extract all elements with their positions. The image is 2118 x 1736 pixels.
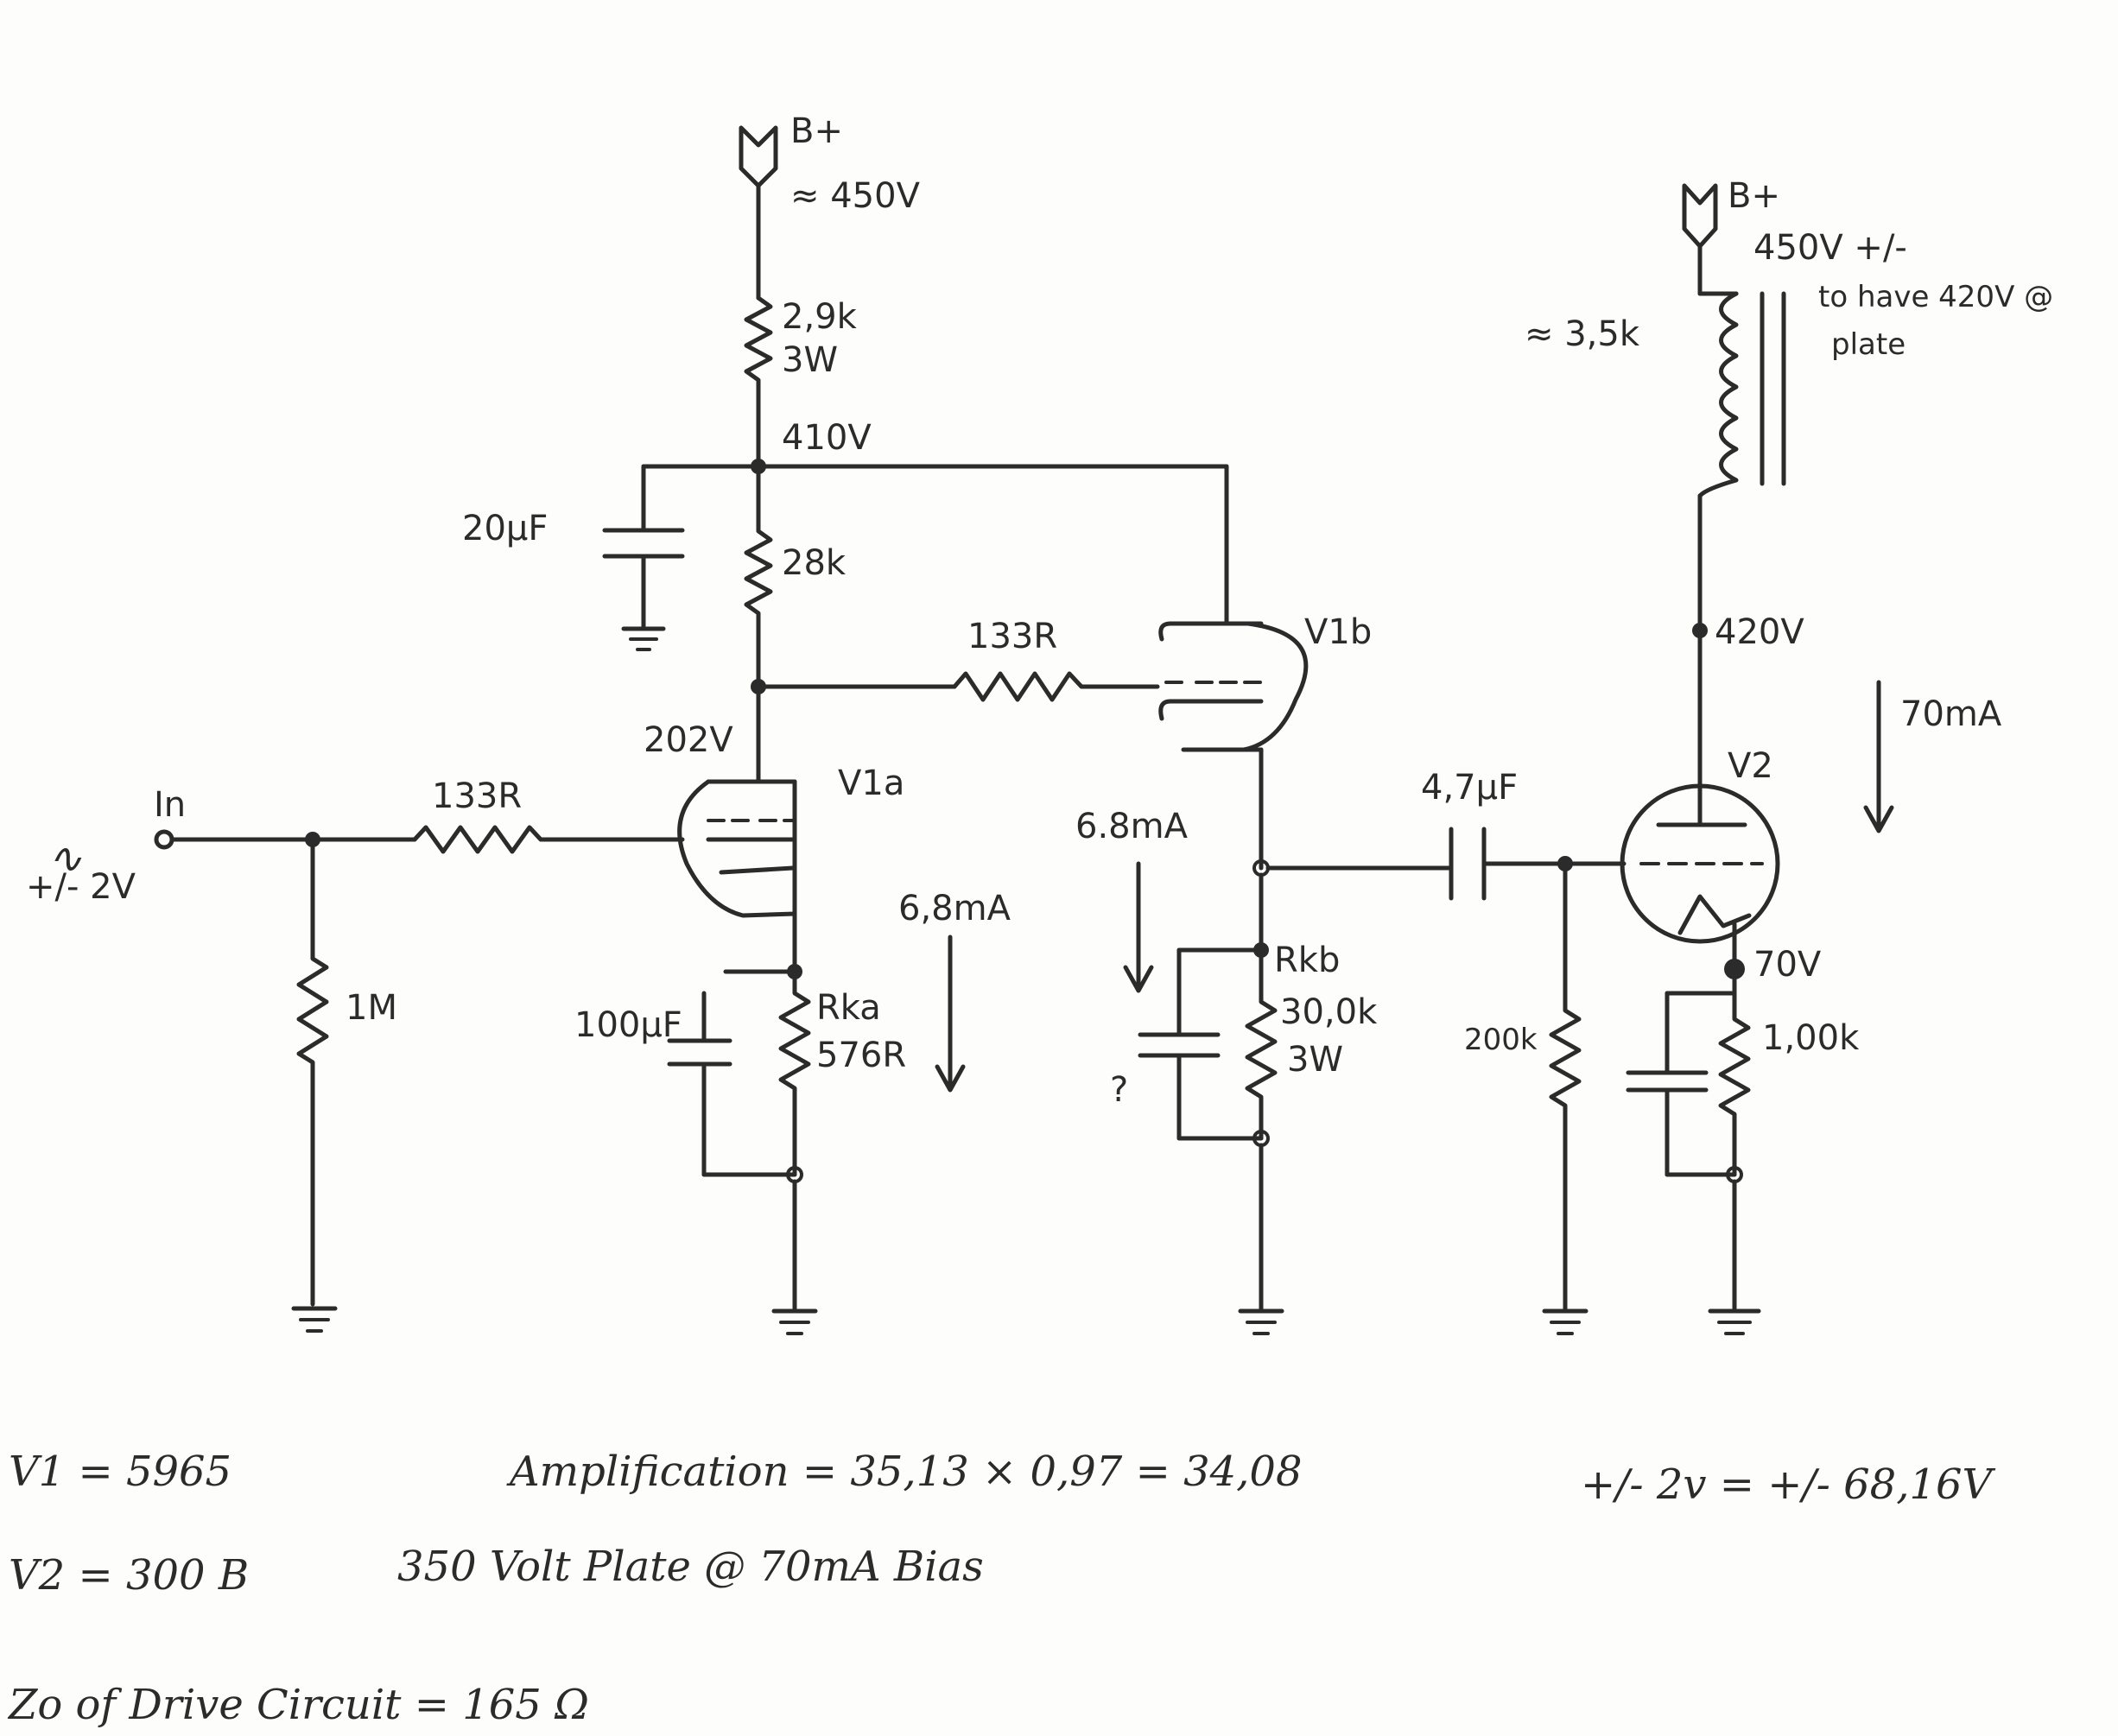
input-voltage: +/- 2V	[26, 867, 136, 907]
bplus-right-terminal	[1682, 183, 1718, 296]
resistor-28k-label: 28k	[782, 543, 847, 583]
node-410v-label: 410V	[782, 418, 872, 458]
resistor-rkb-watt: 3W	[1287, 1040, 1343, 1080]
note-v1: V1 = 5965	[9, 1448, 231, 1496]
resistor-rka-value: 576R	[816, 1036, 906, 1075]
bplus-right-voltage: 450V +/-	[1753, 228, 1907, 268]
capacitor-4-7uf	[1449, 827, 1627, 901]
resistor-133r-in-label: 133R	[432, 776, 522, 816]
resistor-rka	[778, 969, 811, 1177]
current-v1a-label: 6,8mA	[898, 889, 1011, 928]
ground-5	[1542, 1308, 1588, 1335]
note-v2: V2 = 300 B	[9, 1551, 249, 1600]
tube-v2-label: V2	[1728, 746, 1773, 786]
note-swing: +/- 2v = +/- 68,16V	[1581, 1460, 1996, 1509]
resistor-1k-label: 1,00k	[1762, 1018, 1860, 1058]
bplus-left-label: B+	[790, 111, 843, 151]
resistor-200k-label: 200k	[1464, 1023, 1538, 1057]
note-amplification: Amplification = 35,13 × 0,97 = 34,08	[506, 1448, 1302, 1496]
resistor-1m	[296, 837, 329, 1307]
ac-source-icon: ∿	[48, 834, 82, 883]
resistor-rkb-label: Rkb	[1274, 941, 1340, 980]
capacitor-v2-cathode	[1626, 991, 1737, 1177]
tube-v1a-label: V1a	[838, 763, 904, 803]
input-terminal	[154, 829, 174, 850]
capacitor-20uf	[602, 464, 685, 629]
note-zo: Zo of Drive Circuit = 165 Ω	[7, 1681, 589, 1729]
capacitor-100uf-label: 100µF	[574, 1005, 682, 1045]
resistor-2-9k-label: 2,9k	[782, 297, 858, 337]
resistor-133r-in	[412, 825, 685, 854]
tube-v1b-label: V1b	[1304, 612, 1372, 652]
resistor-rkb	[1245, 947, 1278, 1141]
node-420v-label: 420V	[1715, 612, 1804, 652]
capacitor-unknown-label: ?	[1110, 1070, 1128, 1110]
ground-1	[621, 626, 666, 651]
resistor-133r-mid	[952, 671, 1160, 702]
node-70v-label: 70V	[1753, 945, 1822, 985]
input-label: In	[154, 785, 186, 825]
resistor-1m-label: 1M	[346, 988, 397, 1028]
tube-v2	[1620, 628, 1780, 970]
resistor-2-9k	[744, 295, 773, 469]
capacitor-4-7uf-label: 4,7µF	[1421, 768, 1518, 808]
ground-4	[1238, 1308, 1284, 1335]
resistor-1k	[1718, 966, 1751, 1177]
tube-v1b	[1158, 464, 1309, 871]
transformer-impedance: ≈ 3,5k	[1525, 314, 1640, 354]
arrow-down-icon-3	[1863, 680, 1894, 833]
resistor-133r-mid-label: 133R	[967, 617, 1057, 656]
note-bias: 350 Volt Plate @ 70mA Bias	[397, 1543, 984, 1591]
bplus-right-label: B+	[1728, 176, 1780, 216]
arrow-down-icon	[935, 935, 966, 1093]
tube-v1a	[677, 684, 797, 974]
resistor-28k	[744, 464, 773, 689]
resistor-200k	[1549, 861, 1582, 1311]
ground-6	[1708, 1308, 1761, 1335]
node-202v-label: 202V	[644, 720, 733, 760]
plate-note-line1: to have 420V @	[1818, 280, 2053, 314]
resistor-2-9k-watt: 3W	[782, 340, 838, 380]
capacitor-20uf-label: 20µF	[462, 509, 548, 548]
output-transformer	[1697, 291, 1786, 633]
resistor-rka-label: Rka	[816, 988, 881, 1028]
current-v2-label: 70mA	[1900, 694, 2002, 734]
current-v1b-label: 6.8mA	[1075, 807, 1189, 846]
bplus-left-voltage: ≈ 450V	[790, 176, 921, 216]
plate-note-line2: plate	[1831, 327, 1906, 362]
capacitor-unknown	[1138, 947, 1264, 1141]
resistor-rkb-value: 30,0k	[1280, 992, 1378, 1032]
ground-2	[291, 1306, 338, 1333]
capacitor-100uf	[667, 991, 797, 1177]
ground-3	[771, 1308, 818, 1335]
bplus-left-terminal	[739, 125, 778, 301]
arrow-down-icon-2	[1123, 861, 1154, 993]
